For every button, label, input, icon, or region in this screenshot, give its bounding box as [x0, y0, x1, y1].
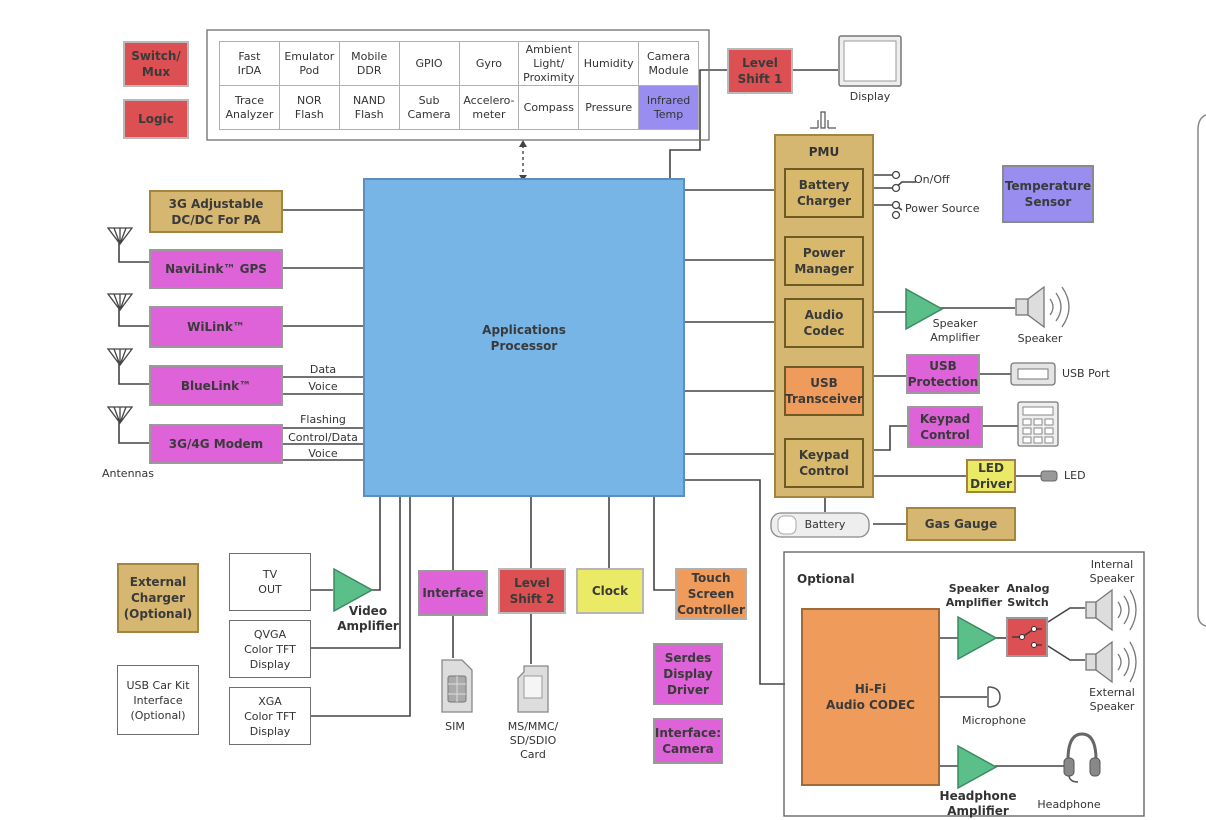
audio-codec-block: Audio Codec	[784, 298, 864, 348]
keypad-icon	[1017, 401, 1059, 447]
antenna-icon	[106, 293, 134, 312]
sensor-cell: Humidity	[579, 42, 640, 86]
headphone-icon	[1063, 732, 1101, 783]
internal-speaker-label: Internal Speaker	[1089, 558, 1135, 585]
sensor-cell: Fast IrDA	[220, 42, 280, 86]
usb-protection-block: USB Protection	[906, 354, 980, 394]
external-charger-block: External Charger (Optional)	[117, 563, 199, 633]
speaker-label: Speaker	[1017, 332, 1063, 345]
dcdc-block: 3G Adjustable DC/DC For PA	[149, 190, 283, 233]
sensor-cell: Ambient Light/ Proximity	[519, 42, 580, 86]
battery-charger-block: Battery Charger	[784, 168, 864, 218]
analog-switch-label: Analog Switch	[1006, 582, 1050, 609]
power-source-label: Power Source	[905, 202, 980, 215]
opt-speaker-amplifier-label: Speaker Amplifier	[945, 582, 1003, 609]
navilink-gps-block: NaviLink™ GPS	[149, 249, 283, 289]
tv-out-block: TV OUT	[229, 553, 311, 611]
usb-transceiver-block: USB Transceiver	[784, 366, 864, 416]
sensor-cell: Gyro	[459, 42, 520, 86]
wilink-block: WiLink™	[149, 306, 283, 348]
usb-car-kit-block: USB Car Kit Interface (Optional)	[117, 665, 199, 735]
headphone-amplifier-icon	[957, 744, 998, 790]
flashing-bus-label: Flashing	[300, 413, 346, 426]
touch-screen-controller-block: Touch Screen Controller	[675, 568, 747, 620]
level-shift-2-block: Level Shift 2	[498, 568, 566, 614]
optional-title: Optional	[797, 572, 855, 586]
clock-block: Clock	[576, 568, 644, 614]
applications-processor: Applications Processor	[363, 178, 685, 497]
voice-bus-label: Voice	[308, 447, 338, 460]
led-icon	[1040, 470, 1058, 482]
led-label: LED	[1064, 469, 1086, 482]
modem-block: 3G/4G Modem	[149, 424, 283, 464]
interface-camera-block: Interface: Camera	[653, 718, 723, 764]
sd-card-icon	[517, 665, 549, 713]
sensor-cell: Trace Analyzer	[220, 86, 280, 130]
on-off-label: On/Off	[914, 173, 950, 186]
sim-card-icon	[441, 659, 473, 713]
battery-icon	[770, 512, 870, 538]
logic-legend: Logic	[123, 99, 189, 139]
speaker-amplifier-label: Speaker Amplifier	[930, 317, 980, 344]
microphone-icon	[987, 686, 1001, 708]
interface-block: Interface	[418, 570, 488, 616]
voice-bus-label: Voice	[308, 380, 338, 393]
qvga-display-block: QVGA Color TFT Display	[229, 620, 311, 678]
display-label: Display	[849, 90, 891, 103]
video-amplifier-icon	[333, 567, 374, 613]
switch-icon	[1012, 626, 1042, 648]
power-manager-block: Power Manager	[784, 236, 864, 286]
keypad-control-block: Keypad Control	[907, 406, 983, 448]
hifi-audio-codec-block: Hi-Fi Audio CODEC	[801, 608, 940, 786]
serdes-display-driver-block: Serdes Display Driver	[653, 643, 723, 705]
pmu-title: PMU	[808, 145, 840, 159]
xga-display-block: XGA Color TFT Display	[229, 687, 311, 745]
sensor-cell: Compass	[519, 86, 580, 130]
antenna-icon	[106, 227, 134, 246]
headphone-label: Headphone	[1037, 798, 1101, 811]
usb-port-icon	[1010, 362, 1056, 386]
speaker-icon	[1015, 285, 1070, 329]
analog-switch-block	[1006, 617, 1048, 657]
display-icon	[838, 35, 902, 87]
temperature-sensor-block: Temperature Sensor	[1002, 165, 1094, 223]
data-bus-label: Data	[309, 363, 337, 376]
battery-label: Battery	[804, 518, 846, 531]
keypad-control-pmu-block: Keypad Control	[784, 438, 864, 488]
sensor-cell: Sub Camera	[399, 86, 460, 130]
opt-speaker-amplifier-icon	[957, 615, 998, 661]
sensor-cell: Pressure	[579, 86, 640, 130]
sensor-cell: Mobile DDR	[339, 42, 400, 86]
sensor-cell: Infrared Temp	[639, 86, 699, 130]
sensor-cell: Accelero- meter	[459, 86, 520, 130]
video-amplifier-label: Video Amplifier	[337, 604, 399, 633]
speaker-amplifier-icon	[905, 287, 944, 331]
headphone-amplifier-label: Headphone Amplifier	[939, 789, 1017, 818]
microphone-label: Microphone	[961, 714, 1027, 727]
control-data-bus-label: Control/Data	[288, 431, 358, 444]
antenna-icon	[106, 348, 134, 367]
switch-mux-legend: Switch/ Mux	[123, 41, 189, 87]
level-shift-1-block: Level Shift 1	[727, 48, 793, 94]
crystal-icon	[810, 111, 836, 129]
external-speaker-icon	[1085, 640, 1137, 684]
sensor-cell: Camera Module	[639, 42, 699, 86]
external-speaker-label: External Speaker	[1089, 686, 1135, 713]
sensor-cell: NAND Flash	[339, 86, 400, 130]
card-label: MS/MMC/ SD/SDIO Card	[507, 720, 559, 761]
sim-label: SIM	[445, 720, 465, 733]
bluelink-block: BlueLink™	[149, 365, 283, 406]
sensor-cell: Emulator Pod	[279, 42, 340, 86]
sensor-cell: NOR Flash	[279, 86, 340, 130]
usb-port-label: USB Port	[1062, 367, 1110, 380]
gas-gauge-block: Gas Gauge	[906, 507, 1016, 541]
led-driver-block: LED Driver	[966, 459, 1016, 493]
antennas-label: Antennas	[102, 467, 154, 480]
sensor-cell: GPIO	[399, 42, 460, 86]
internal-speaker-icon	[1085, 588, 1137, 632]
antenna-icon	[106, 406, 134, 425]
